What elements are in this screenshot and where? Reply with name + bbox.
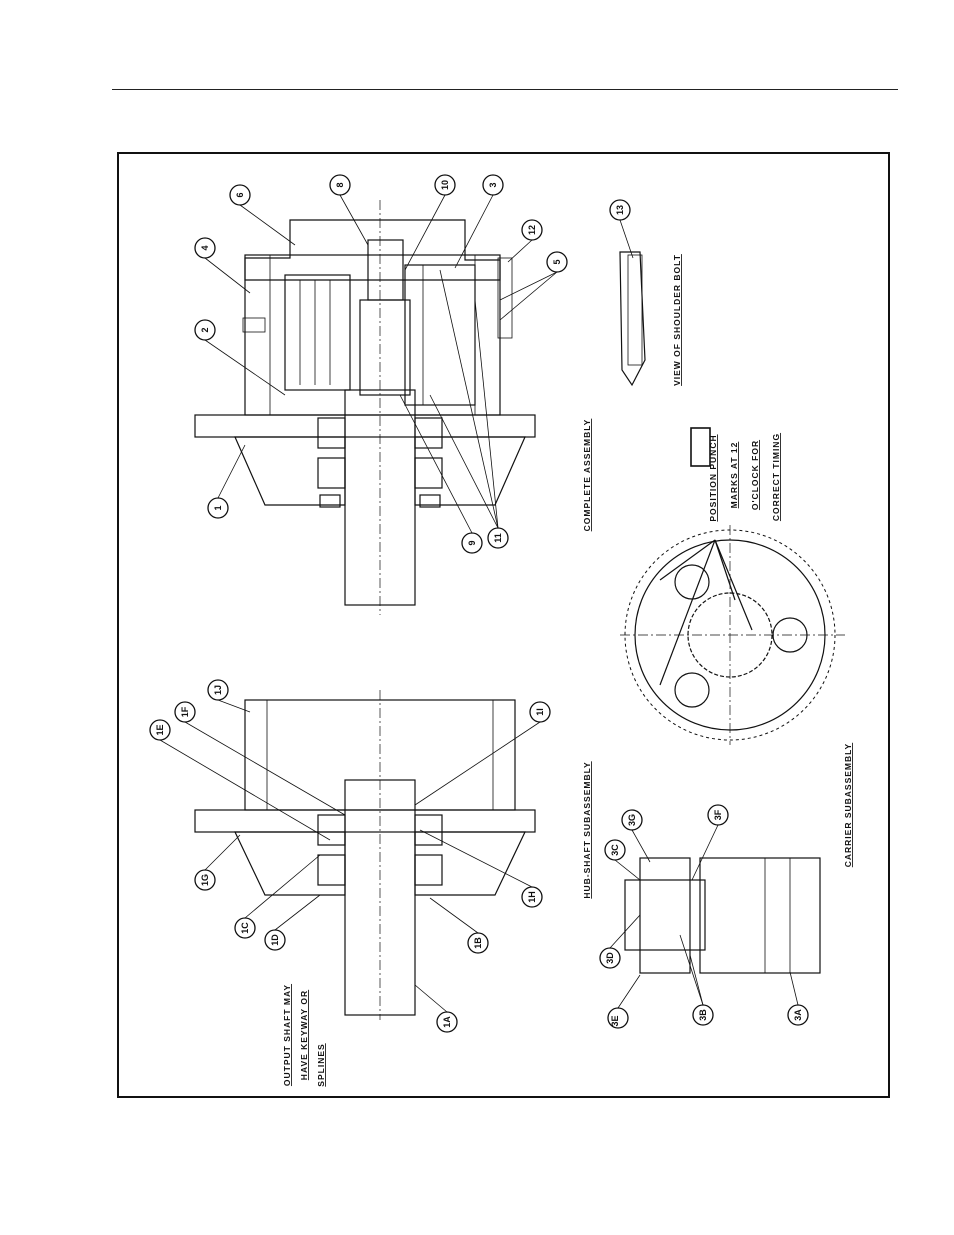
callout-2: 2: [195, 320, 285, 395]
svg-text:3E: 3E: [610, 1015, 620, 1026]
svg-text:1G: 1G: [200, 874, 210, 886]
svg-text:1D: 1D: [270, 934, 280, 946]
callout-3F: 3F: [692, 805, 728, 880]
callout-6: 6: [230, 185, 295, 245]
callout-12: 12: [508, 220, 542, 262]
callout-3C: 3C: [605, 840, 640, 880]
svg-text:1B: 1B: [473, 937, 483, 949]
complete-assembly-drawing: [195, 200, 535, 615]
svg-text:12: 12: [527, 225, 537, 235]
output-note-line-1: OUTPUT SHAFT MAY: [282, 984, 292, 1086]
svg-text:2: 2: [200, 327, 210, 332]
callout-1E: 1E: [150, 720, 330, 840]
callout-11: 11: [430, 270, 508, 548]
timing-note-line-1: POSITION PUNCH: [708, 434, 718, 521]
svg-text:1I: 1I: [535, 708, 545, 716]
svg-text:11: 11: [493, 533, 503, 543]
callout-1B: 1B: [430, 898, 488, 953]
svg-text:3G: 3G: [627, 814, 637, 826]
svg-text:3D: 3D: [605, 952, 615, 964]
svg-text:9: 9: [467, 540, 477, 545]
svg-text:1A: 1A: [442, 1016, 452, 1028]
svg-text:3A: 3A: [793, 1009, 803, 1021]
callout-3B: 3B: [680, 935, 713, 1025]
callout-1A: 1A: [415, 985, 457, 1032]
svg-text:3F: 3F: [713, 809, 723, 820]
caption-hub-shaft: HUB-SHAFT SUBASSEMBLY: [582, 761, 592, 898]
timing-note-line-2: MARKS AT 12: [729, 442, 739, 509]
svg-text:3B: 3B: [698, 1009, 708, 1021]
callout-1G: 1G: [195, 835, 240, 890]
callout-10: 10: [405, 175, 455, 270]
timing-note-line-3: O'CLOCK FOR: [750, 440, 760, 510]
callout-3: 3: [455, 175, 503, 268]
svg-text:5: 5: [552, 259, 562, 264]
caption-shoulder-bolt: VIEW OF SHOULDER BOLT: [672, 254, 682, 386]
callout-1J: 1J: [208, 680, 250, 712]
carrier-subassembly-drawing: [625, 858, 820, 973]
callout-3D: 3D: [600, 915, 640, 968]
callout-3A: 3A: [788, 972, 808, 1025]
svg-text:1H: 1H: [527, 891, 537, 903]
shoulder-bolt-drawing: [620, 252, 645, 385]
svg-text:10: 10: [440, 180, 450, 190]
callout-1D: 1D: [265, 895, 320, 950]
svg-text:8: 8: [335, 182, 345, 187]
timing-note-line-4: CORRECT TIMING: [771, 433, 781, 521]
callout-1F: 1F: [175, 702, 345, 815]
svg-text:1C: 1C: [240, 922, 250, 934]
svg-text:3: 3: [488, 182, 498, 187]
svg-text:1: 1: [213, 505, 223, 510]
svg-text:1J: 1J: [213, 685, 223, 695]
callout-1C: 1C: [235, 855, 320, 938]
svg-text:1E: 1E: [155, 724, 165, 735]
svg-text:4: 4: [200, 245, 210, 250]
callout-3G: 3G: [622, 810, 650, 862]
svg-text:13: 13: [615, 205, 625, 215]
callout-3E: 3E: [608, 975, 640, 1028]
callout-1I: 1I: [415, 702, 550, 805]
caption-carrier: CARRIER SUBASSEMBLY: [843, 743, 853, 867]
callout-1: 1: [208, 445, 245, 518]
callout-8: 8: [330, 175, 368, 245]
output-note-line-2: HAVE KEYWAY OR: [299, 990, 309, 1080]
output-note-line-3: SPLINES: [316, 1043, 326, 1086]
svg-text:1F: 1F: [180, 706, 190, 717]
callout-4: 4: [195, 238, 250, 293]
callout-13: 13: [610, 200, 633, 258]
svg-text:3C: 3C: [610, 844, 620, 856]
caption-complete-assembly: COMPLETE ASSEMBLY: [582, 419, 592, 532]
hub-shaft-drawing: [195, 690, 535, 1020]
callout-9: 9: [400, 395, 482, 553]
svg-text:6: 6: [235, 192, 245, 197]
callout-5: 5: [500, 252, 567, 320]
